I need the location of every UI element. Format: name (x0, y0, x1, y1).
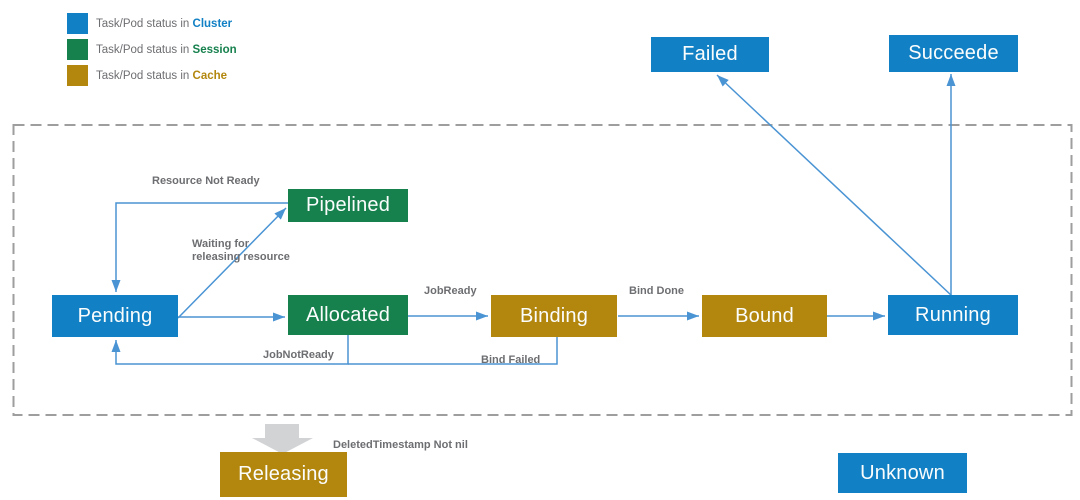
session-color-swatch (67, 39, 88, 60)
edge-label-jobnotready: JobNotReady (263, 349, 334, 361)
edge-pipelined-to-pending (111, 202, 288, 292)
state-node-binding: Binding (491, 295, 617, 337)
edge-label-bind-failed: Bind Failed (481, 354, 541, 366)
cache-color-swatch (67, 65, 88, 86)
legend-item-cache: Task/Pod status in Cache (67, 65, 227, 86)
state-node-succeeded: Succeede (889, 35, 1018, 72)
legend-label-session: Task/Pod status in Session (96, 44, 237, 56)
state-node-running: Running (888, 295, 1018, 335)
cluster-color-swatch (67, 13, 88, 34)
legend-item-cluster: Task/Pod status in Cluster (67, 13, 232, 34)
edge-pending-to-pipelined (177, 207, 287, 319)
legend-highlight-session: Session (192, 43, 237, 56)
releasing-block-arrow (252, 424, 313, 454)
edge-running-to-failed (716, 74, 953, 297)
legend-highlight-cluster: Cluster (192, 17, 233, 30)
state-node-pipelined: Pipelined (288, 189, 408, 222)
scheduler-cycle-dashed-boundary (12, 124, 1073, 416)
state-node-releasing: Releasing (220, 452, 347, 497)
legend-label-cluster: Task/Pod status in Cluster (96, 18, 232, 30)
legend-prefix: Task/Pod status in (96, 43, 193, 56)
state-node-bound: Bound (702, 295, 827, 337)
state-node-pending: Pending (52, 295, 178, 337)
edge-label-resource-not-ready: Resource Not Ready (152, 175, 260, 187)
edge-label-waiting-for-releasing-resource: Waiting for releasing resource (192, 238, 290, 264)
edge-allocated-to-pending (111, 335, 349, 365)
state-node-allocated: Allocated (288, 295, 408, 335)
edge-label-bind-done: Bind Done (629, 285, 684, 297)
state-node-failed: Failed (651, 37, 769, 72)
state-node-unknown: Unknown (838, 453, 967, 493)
legend-label-cache: Task/Pod status in Cache (96, 70, 227, 82)
legend-item-session: Task/Pod status in Session (67, 39, 237, 60)
legend-prefix: Task/Pod status in (96, 69, 193, 82)
legend-prefix: Task/Pod status in (96, 17, 193, 30)
edge-binding-to-pending (348, 337, 558, 365)
edge-label-jobready: JobReady (424, 285, 477, 297)
edge-label-deletedtimestamp-not-nil: DeletedTimestamp Not nil (333, 439, 468, 451)
edge-label-line1: Waiting for (192, 238, 250, 250)
edge-label-line2: releasing resource (192, 251, 290, 263)
legend-highlight-cache: Cache (192, 69, 228, 82)
